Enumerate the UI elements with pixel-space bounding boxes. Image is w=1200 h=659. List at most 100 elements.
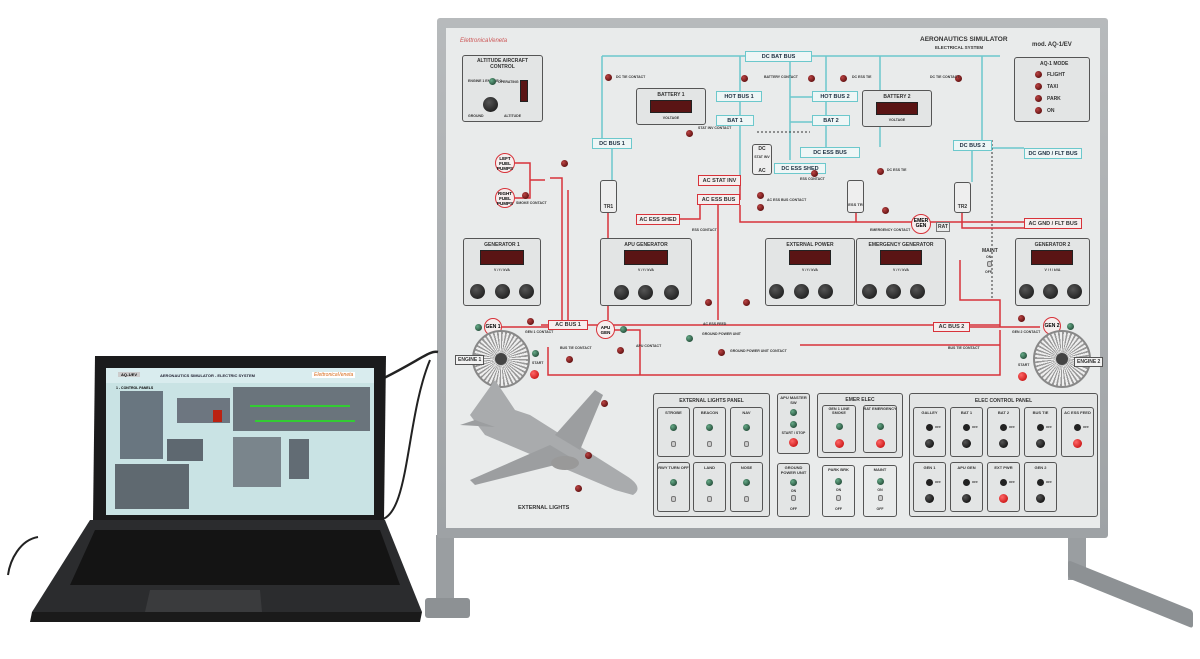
elec-control-cell bbox=[987, 462, 1020, 512]
gen-1-contact-lamp bbox=[527, 318, 534, 325]
elec-control-cell bbox=[1024, 407, 1057, 457]
laptop-synoptic-bus-2 bbox=[255, 420, 355, 422]
elec-control-label: BAT 2 bbox=[997, 410, 1010, 415]
elec-control-cell bbox=[1024, 462, 1057, 512]
gen1-line-smoke-button[interactable] bbox=[835, 439, 844, 448]
generator-1-voltage-knob[interactable] bbox=[470, 284, 485, 299]
battery-contact-2-lamp bbox=[808, 75, 815, 82]
laptop-overhead-panel[interactable] bbox=[120, 391, 163, 459]
ext-light-toggle[interactable] bbox=[707, 496, 712, 502]
apu-start-stop-button[interactable] bbox=[789, 438, 798, 447]
maint-lamp bbox=[877, 478, 884, 485]
laptop-synoptic[interactable] bbox=[233, 387, 370, 431]
altitude-label: ALTITUDE bbox=[504, 114, 522, 118]
park-brk-cell bbox=[822, 465, 855, 517]
ext-light-toggle[interactable] bbox=[744, 441, 749, 447]
ac-ess-bus-contact-label: AC ESS BUS CONTACT bbox=[767, 198, 807, 202]
generator-1-title: GENERATOR 1 bbox=[484, 242, 520, 248]
ext-light-cell bbox=[730, 462, 763, 512]
right-fuel-pumps: RIGHT FUEL PUMPS bbox=[495, 188, 515, 208]
elec-control-off-label: OFF bbox=[935, 425, 941, 429]
mode-lamp-taxi bbox=[1035, 83, 1042, 90]
elec-control-lamp bbox=[963, 479, 970, 486]
park-brk-lamp bbox=[835, 478, 842, 485]
ext-light-toggle[interactable] bbox=[707, 441, 712, 447]
elec-control-cell bbox=[1061, 407, 1094, 457]
maint-title: MAINT bbox=[873, 467, 887, 472]
ext-freq-knob[interactable] bbox=[794, 284, 809, 299]
elec-control-button[interactable] bbox=[925, 439, 934, 448]
elec-control-button[interactable] bbox=[1036, 494, 1045, 503]
ext-light-toggle[interactable] bbox=[671, 496, 676, 502]
gen-1-lamp bbox=[475, 324, 482, 331]
ext-light-cell bbox=[693, 462, 726, 512]
emer-freq-knob[interactable] bbox=[886, 284, 901, 299]
laptop-engine-panel[interactable] bbox=[115, 464, 189, 509]
elec-control-label: GEN 2 bbox=[1034, 465, 1047, 470]
ext-light-toggle[interactable] bbox=[671, 441, 676, 447]
laptop-pedestal[interactable] bbox=[167, 439, 203, 461]
generator-2-freq-knob[interactable] bbox=[1043, 284, 1058, 299]
elec-control-button[interactable] bbox=[1073, 439, 1082, 448]
ac-ess-feed-lamp-2 bbox=[743, 299, 750, 306]
maint-toggle[interactable] bbox=[987, 261, 992, 267]
laptop-synoptic-bus bbox=[250, 405, 350, 407]
mode-title: AQ-1 MODE bbox=[1040, 61, 1069, 67]
apu-generator-title: APU GENERATOR bbox=[624, 242, 668, 248]
engine-2-dial[interactable] bbox=[1033, 330, 1091, 388]
elec-control-label: BAT 1 bbox=[960, 410, 973, 415]
battery-1-display bbox=[650, 100, 692, 113]
generator-2-load-knob[interactable] bbox=[1067, 284, 1082, 299]
elec-control-button[interactable] bbox=[962, 494, 971, 503]
ess-contact-label: ESS CONTACT bbox=[800, 177, 825, 181]
emer-elec-title: EMER ELEC bbox=[845, 397, 875, 403]
emer-voltage-knob[interactable] bbox=[862, 284, 877, 299]
generator-1-load-knob[interactable] bbox=[519, 284, 534, 299]
apu-freq-knob[interactable] bbox=[638, 285, 653, 300]
dc-tie-contact-1-label: DC TIE CONTACT bbox=[616, 75, 646, 79]
elec-control-off-label: OFF bbox=[972, 425, 978, 429]
apu-voltage-knob[interactable] bbox=[614, 285, 629, 300]
emer-load-knob[interactable] bbox=[910, 284, 925, 299]
operating-lamp bbox=[489, 78, 496, 85]
hot-bus-1: HOT BUS 1 bbox=[716, 91, 762, 102]
park-brk-toggle[interactable] bbox=[836, 495, 841, 501]
ext-light-toggle[interactable] bbox=[744, 496, 749, 502]
rat-emergency-label: RAT EMERGENCY bbox=[863, 407, 897, 411]
generator-1-freq-knob[interactable] bbox=[495, 284, 510, 299]
engine-1-start-button[interactable] bbox=[530, 370, 539, 379]
elec-control-button[interactable] bbox=[1036, 439, 1045, 448]
apu-start-stop-label: START / STOP bbox=[781, 431, 806, 435]
altitude-knob[interactable] bbox=[483, 97, 498, 112]
dc-gnd-flt-bus: DC GND / FLT BUS bbox=[1024, 148, 1082, 159]
ext-light-label: LAND bbox=[703, 465, 716, 470]
emergency-generator-title: EMERGENCY GENERATOR bbox=[868, 242, 934, 248]
laptop-side-panel[interactable] bbox=[289, 439, 309, 479]
battery-2-label: VOLTAGE bbox=[888, 118, 906, 122]
laptop-red-switch[interactable] bbox=[213, 410, 222, 422]
bus-tie-contact-1-label: BUS TIE CONTACT bbox=[560, 346, 592, 350]
elec-control-button[interactable] bbox=[925, 494, 934, 503]
elec-control-cell bbox=[950, 462, 983, 512]
elec-control-button[interactable] bbox=[999, 494, 1008, 503]
ext-load-knob[interactable] bbox=[818, 284, 833, 299]
laptop-lower-panel[interactable] bbox=[233, 437, 281, 487]
mode-lamp-on bbox=[1035, 107, 1042, 114]
generator-2-voltage-knob[interactable] bbox=[1019, 284, 1034, 299]
maint-panel-toggle[interactable] bbox=[878, 495, 883, 501]
apu-load-knob[interactable] bbox=[664, 285, 679, 300]
mode-lamp-park bbox=[1035, 95, 1042, 102]
engine-2-start-button[interactable] bbox=[1018, 372, 1027, 381]
gen1-line-smoke-cell bbox=[822, 405, 856, 453]
elec-control-button[interactable] bbox=[999, 439, 1008, 448]
gpu-toggle[interactable] bbox=[791, 495, 796, 501]
laptop-control-panel[interactable] bbox=[177, 398, 230, 423]
rat-emergency-button[interactable] bbox=[876, 439, 885, 448]
elec-control-button[interactable] bbox=[962, 439, 971, 448]
apu-start-lamp bbox=[790, 421, 797, 428]
ext-voltage-knob[interactable] bbox=[769, 284, 784, 299]
altitude-control-title: ALTITUDE AIRCRAFT CONTROL bbox=[476, 58, 529, 70]
mode-box bbox=[1014, 57, 1090, 122]
tr2 bbox=[954, 182, 971, 213]
ac-ess-shed-contact-label: ESS CONTACT bbox=[692, 228, 717, 232]
